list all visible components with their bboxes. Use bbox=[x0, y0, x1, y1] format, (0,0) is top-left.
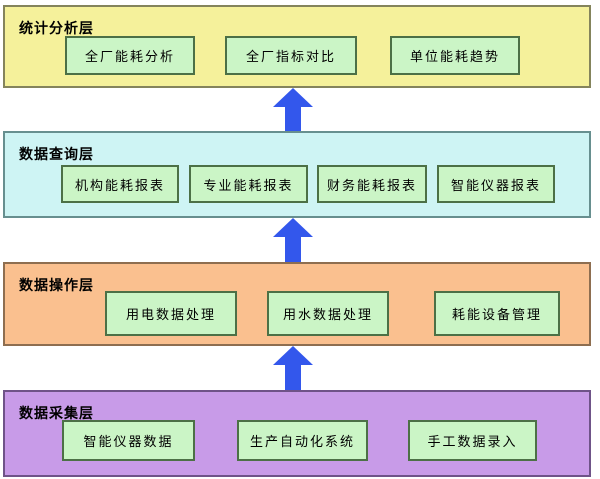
layer-title-statistics-analysis: 统计分析层 bbox=[19, 21, 94, 37]
arrow-head bbox=[273, 218, 313, 237]
node-water-data-processing: 用水数据处理 bbox=[267, 291, 389, 336]
node-manual-data-entry: 手工数据录入 bbox=[408, 420, 537, 461]
node-electricity-data-processing: 用电数据处理 bbox=[105, 291, 237, 336]
layer-title-data-operation: 数据操作层 bbox=[19, 278, 94, 294]
layer-data-operation: 数据操作层 用电数据处理 用水数据处理 耗能设备管理 bbox=[3, 262, 591, 346]
node-production-automation-system: 生产自动化系统 bbox=[237, 420, 368, 461]
node-smart-meter-data: 智能仪器数据 bbox=[62, 420, 195, 461]
arrow-shaft bbox=[285, 365, 301, 390]
node-plant-index-comparison: 全厂指标对比 bbox=[225, 36, 357, 75]
up-arrow-icon bbox=[273, 218, 313, 262]
node-unit-energy-trend: 单位能耗趋势 bbox=[390, 36, 520, 75]
layer-title-data-query: 数据查询层 bbox=[19, 147, 94, 163]
layer-statistics-analysis: 统计分析层 全厂能耗分析 全厂指标对比 单位能耗趋势 bbox=[3, 5, 591, 88]
node-org-energy-report: 机构能耗报表 bbox=[61, 165, 179, 203]
arrow-shaft bbox=[285, 107, 301, 131]
node-plant-energy-analysis: 全厂能耗分析 bbox=[65, 36, 195, 75]
arrow-head bbox=[273, 88, 313, 107]
arrow-shaft bbox=[285, 237, 301, 262]
node-specialty-energy-report: 专业能耗报表 bbox=[189, 165, 308, 203]
layer-data-collection: 数据采集层 智能仪器数据 生产自动化系统 手工数据录入 bbox=[3, 390, 591, 477]
node-smart-meter-report: 智能仪器报表 bbox=[437, 165, 555, 203]
up-arrow-icon bbox=[273, 88, 313, 131]
node-energy-equipment-management: 耗能设备管理 bbox=[434, 291, 560, 336]
arrow-head bbox=[273, 346, 313, 365]
up-arrow-icon bbox=[273, 346, 313, 390]
layer-title-data-collection: 数据采集层 bbox=[19, 406, 94, 422]
node-finance-energy-report: 财务能耗报表 bbox=[317, 165, 427, 203]
layer-data-query: 数据查询层 机构能耗报表 专业能耗报表 财务能耗报表 智能仪器报表 bbox=[3, 131, 591, 218]
